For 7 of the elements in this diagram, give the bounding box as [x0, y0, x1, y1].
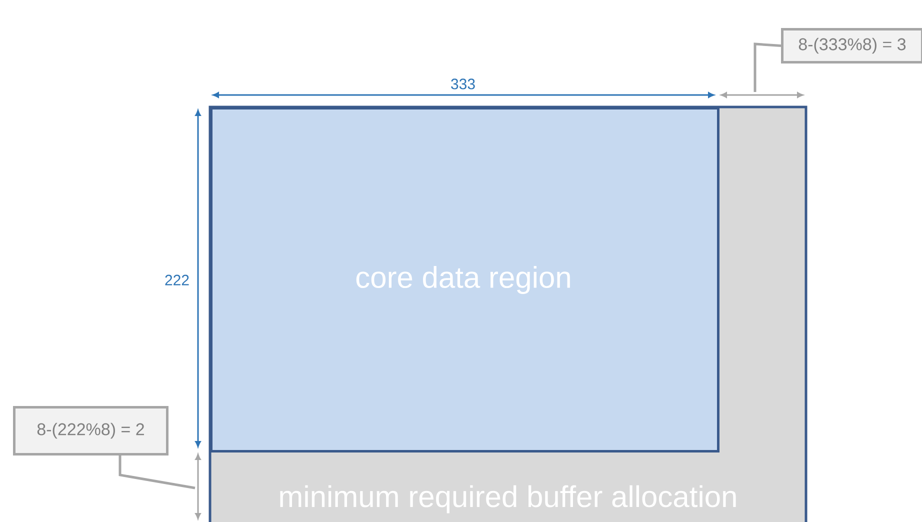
dimension-label: 333 — [451, 78, 475, 90]
leader-line — [754, 42, 782, 92]
callout-box: 8-(222%8) = 2 — [13, 406, 168, 456]
callout-box: 8-(333%8) = 3 — [781, 28, 922, 64]
dimension-label: 222 — [165, 274, 189, 286]
leader-line — [118, 455, 196, 490]
data-region: core data region — [210, 107, 720, 452]
